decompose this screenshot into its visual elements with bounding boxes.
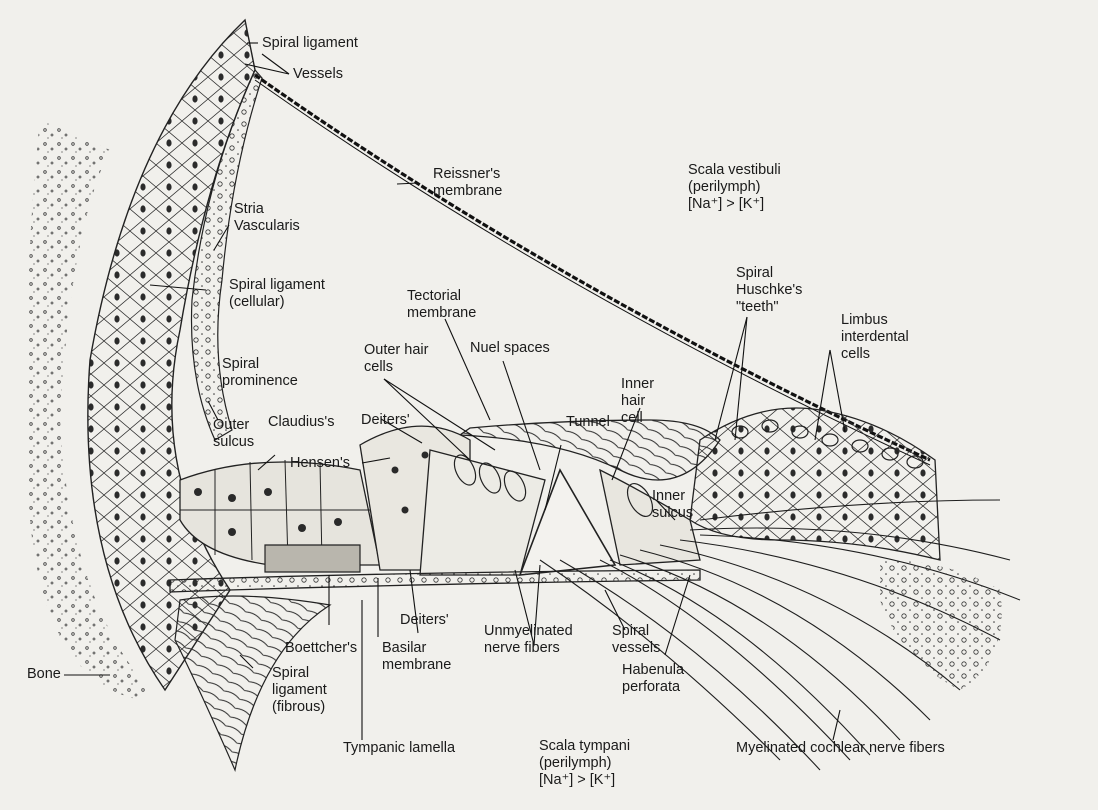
label-line: Basilar — [382, 640, 451, 657]
label-line: [Na⁺] > [K⁺] — [688, 196, 781, 213]
label-line: hair — [621, 393, 654, 410]
label-line: (perilymph) — [539, 755, 630, 772]
label-line: Spiral ligament — [229, 277, 325, 294]
label-spiral-ligament-fibrous: Spiral ligament (fibrous) — [272, 665, 327, 716]
label-line: Outer — [213, 417, 254, 434]
label-line: Stria — [234, 201, 300, 218]
label-line: sulcus — [213, 434, 254, 451]
label-line: nerve fibers — [484, 640, 573, 657]
label-line: Inner — [621, 376, 654, 393]
label-line: Tectorial — [407, 288, 476, 305]
label-line: Habenula — [622, 662, 684, 679]
label-inner-sulcus: Inner sulcus — [652, 488, 693, 522]
spiral-ganglion-area — [880, 560, 1002, 690]
label-tectorial-membrane: Tectorial membrane — [407, 288, 476, 322]
label-line: Spiral — [272, 665, 327, 682]
label-line: cells — [364, 359, 428, 376]
label-line: Vascularis — [234, 218, 300, 235]
label-line: (perilymph) — [688, 179, 781, 196]
label-scala-vestibuli: Scala vestibuli (perilymph) [Na⁺] > [K⁺] — [688, 162, 781, 213]
label-line: Unmyelinated — [484, 623, 573, 640]
label-unmyelinated-nerve-fibers: Unmyelinated nerve fibers — [484, 623, 573, 657]
label-basilar-membrane: Basilar membrane — [382, 640, 451, 674]
label-deiters-top: Deiters' — [361, 412, 410, 429]
label-line: Inner — [652, 488, 693, 505]
label-line: (cellular) — [229, 294, 325, 311]
label-deiters-bottom: Deiters' — [400, 612, 449, 629]
label-myelinated-cochlear-nerve-fibers: Myelinated cochlear nerve fibers — [736, 740, 945, 757]
label-line: [Na⁺] > [K⁺] — [539, 772, 630, 789]
label-line: cells — [841, 346, 909, 363]
label-outer-sulcus: Outer sulcus — [213, 417, 254, 451]
label-line: Reissner's — [433, 166, 502, 183]
label-line: sulcus — [652, 505, 693, 522]
label-line: Huschke's — [736, 282, 802, 299]
label-line: Scala tympani — [539, 738, 630, 755]
label-vessels: Vessels — [293, 66, 343, 83]
label-tympanic-lamella: Tympanic lamella — [343, 740, 455, 757]
label-line: interdental — [841, 329, 909, 346]
label-line: cell — [621, 410, 654, 427]
label-claudius: Claudius's — [268, 414, 334, 431]
label-spiral-huschkes-teeth: Spiral Huschke's "teeth" — [736, 265, 802, 316]
label-line: perforata — [622, 679, 684, 696]
reissners-membrane — [255, 75, 930, 460]
label-nuel-spaces: Nuel spaces — [470, 340, 550, 357]
label-bone: Bone — [27, 666, 61, 683]
spiral-limbus — [690, 408, 940, 560]
label-outer-hair-cells: Outer hair cells — [364, 342, 428, 376]
basilar-membrane — [170, 570, 700, 592]
label-spiral-vessels: Spiral vessels — [612, 623, 660, 657]
label-habenula-perforata: Habenula perforata — [622, 662, 684, 696]
deiters-cells — [420, 450, 545, 575]
label-stria-vascularis: Stria Vascularis — [234, 201, 300, 235]
label-spiral-ligament-cellular: Spiral ligament (cellular) — [229, 277, 325, 311]
label-line: Outer hair — [364, 342, 428, 359]
label-line: membrane — [382, 657, 451, 674]
label-line: ligament — [272, 682, 327, 699]
label-boettchers: Boettcher's — [285, 640, 357, 657]
label-line: (fibrous) — [272, 699, 327, 716]
label-line: membrane — [407, 305, 476, 322]
label-spiral-prominence: Spiral prominence — [222, 356, 298, 390]
label-line: "teeth" — [736, 299, 802, 316]
label-line: Spiral — [222, 356, 298, 373]
label-limbus-interdental-cells: Limbus interdental cells — [841, 312, 909, 363]
label-spiral-ligament-top: Spiral ligament — [262, 35, 358, 52]
label-line: Scala vestibuli — [688, 162, 781, 179]
boettcher-cells — [265, 545, 360, 572]
label-hensens: Hensen's — [290, 455, 350, 472]
label-line: vessels — [612, 640, 660, 657]
label-line: Limbus — [841, 312, 909, 329]
label-tunnel: Tunnel — [566, 414, 610, 431]
label-reissners-membrane: Reissner's membrane — [433, 166, 502, 200]
label-scala-tympani: Scala tympani (perilymph) [Na⁺] > [K⁺] — [539, 738, 630, 789]
label-line: Spiral — [736, 265, 802, 282]
label-line: membrane — [433, 183, 502, 200]
label-line: Spiral — [612, 623, 660, 640]
label-line: prominence — [222, 373, 298, 390]
label-inner-hair-cell: Inner hair cell — [621, 376, 654, 427]
